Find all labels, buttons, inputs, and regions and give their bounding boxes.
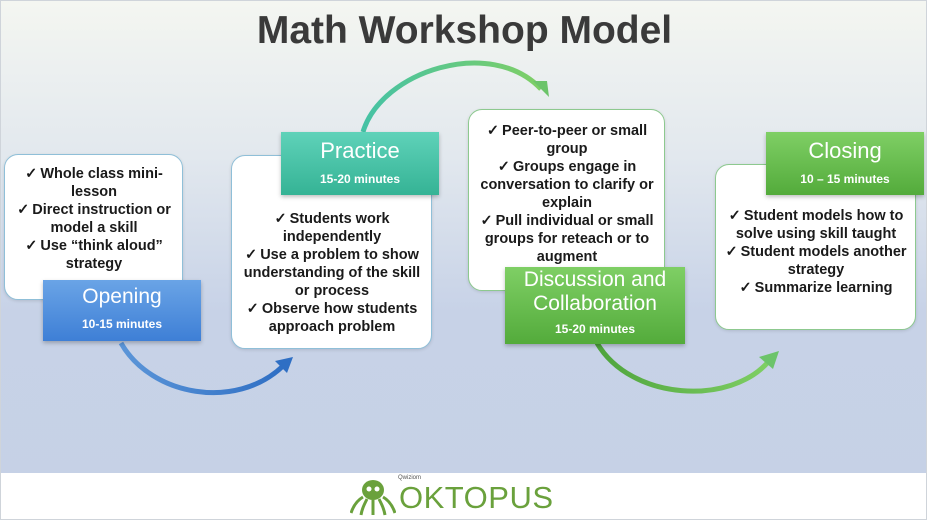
arrow-head-practice <box>533 81 549 97</box>
stage-time: 10-15 minutes <box>81 317 163 331</box>
footer <box>1 473 926 519</box>
checkmark-icon: ✓ <box>246 301 259 317</box>
slide-title: Math Workshop Model <box>256 9 673 52</box>
opening-box <box>4 154 183 300</box>
stage-name-line2: Collaboration <box>533 292 657 315</box>
bullet-item: ✓Summarize learning <box>739 280 893 296</box>
arrow-opening-to-practice <box>118 341 285 396</box>
bullet-item: ✓Students work independently <box>274 211 390 245</box>
bullet-item: ✓Use “think aloud” strategy <box>25 238 163 272</box>
stage-time: 15-20 minutes <box>554 322 636 336</box>
checkmark-icon: ✓ <box>25 166 38 182</box>
stage-name: Practice <box>320 138 400 163</box>
checkmark-icon: ✓ <box>725 244 738 260</box>
checkmark-icon: ✓ <box>25 238 38 254</box>
logo-text: OKTOPUS <box>399 480 554 515</box>
arrow-practice-to-discussion <box>360 60 543 133</box>
bullet-item: ✓Whole class mini-lesson <box>25 166 163 200</box>
discussion-bullets: ✓Peer-to-peer or small group ✓Groups eng… <box>475 122 659 266</box>
logo-small-text: Qwiziom <box>398 475 422 481</box>
octopus-icon <box>350 480 396 516</box>
checkmark-icon: ✓ <box>17 202 30 218</box>
bullet-item: ✓Student models another strategy <box>725 244 907 278</box>
closing-label: Closing 10 – 15 minutes <box>766 132 924 195</box>
bullet-item: ✓Groups engage in conversation to clarif… <box>480 159 654 211</box>
arrow-head-opening <box>275 357 293 373</box>
bullet-item: ✓Direct instruction or model a skill <box>17 202 171 236</box>
checkmark-icon: ✓ <box>486 123 500 139</box>
checkmark-icon: ✓ <box>739 280 752 296</box>
arrow-head-discussion <box>759 351 779 369</box>
checkmark-icon: ✓ <box>728 208 741 224</box>
bullet-item: ✓Observe how students approach problem <box>246 301 418 335</box>
discussion-box <box>468 109 665 291</box>
stage-name: Opening <box>82 285 162 308</box>
stage-name: Closing <box>808 138 882 163</box>
opening-bullets: ✓Whole class mini-lesson ✓Direct instruc… <box>13 165 175 273</box>
opening-label: Opening 10-15 minutes <box>43 280 201 341</box>
practice-label: Practice 15-20 minutes <box>281 132 439 195</box>
discussion-label: Discussion and Collaboration 15-20 minut… <box>505 267 685 344</box>
stage-time: 15-20 minutes <box>319 172 401 186</box>
bullet-item: ✓Peer-to-peer or small group <box>486 123 648 157</box>
stage-time: 10 – 15 minutes <box>800 172 890 186</box>
bullet-item: ✓Pull individual or small groups for ret… <box>480 213 654 265</box>
practice-bullets: ✓Students work independently ✓Use a prob… <box>239 210 425 336</box>
closing-bullets: ✓Student models how to solve using skill… <box>723 207 909 297</box>
checkmark-icon: ✓ <box>497 159 510 175</box>
checkmark-icon: ✓ <box>245 247 258 263</box>
checkmark-icon: ✓ <box>480 213 493 229</box>
bullet-item: ✓Student models how to solve using skill… <box>728 208 904 242</box>
arrow-discussion-to-closing <box>594 341 771 394</box>
checkmark-icon: ✓ <box>274 211 287 227</box>
bullet-item: ✓Use a problem to show understanding of … <box>243 247 421 299</box>
stage-name-line1: Discussion and <box>523 268 667 291</box>
